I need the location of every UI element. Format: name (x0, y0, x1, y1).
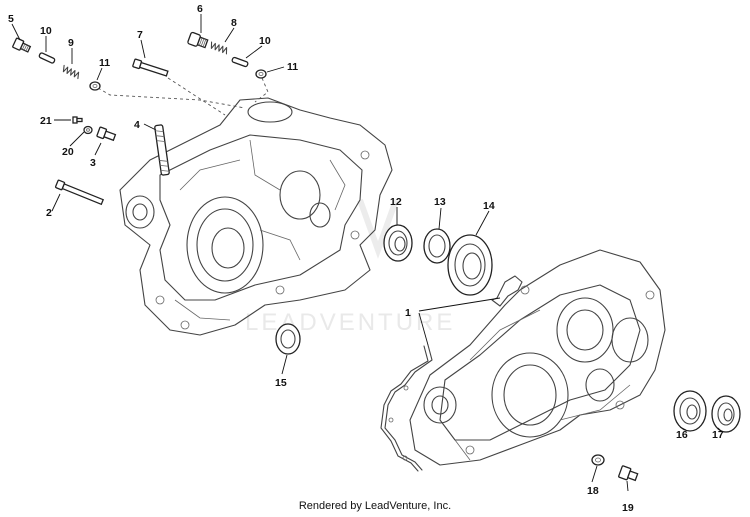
stud-bolt-4[interactable] (154, 124, 170, 176)
washer-11-right[interactable] (255, 69, 267, 79)
pin-10-right[interactable] (231, 56, 249, 68)
footer-credit: Rendered by LeadVenture, Inc. (298, 500, 452, 512)
callout-18: 18 (587, 485, 599, 497)
seal-retainer-clip[interactable] (491, 275, 523, 307)
pin-10-left[interactable] (38, 52, 56, 64)
oil-seal-13[interactable] (423, 228, 451, 264)
callout-3: 3 (90, 157, 96, 169)
callout-9: 9 (68, 37, 74, 49)
callout-19: 19 (622, 502, 634, 514)
callout-1: 1 (405, 307, 411, 319)
spring-9[interactable] (62, 64, 81, 80)
callout-17: 17 (712, 429, 724, 441)
washer-20[interactable] (83, 125, 93, 135)
callout-14: 14 (483, 200, 495, 212)
washer-18[interactable] (591, 454, 605, 466)
screw-21[interactable] (72, 116, 83, 124)
watermark-text: LEADVENTURE (245, 309, 455, 336)
callout-10: 10 (40, 25, 52, 37)
callout-2: 2 (46, 207, 52, 219)
callout-8: 8 (231, 17, 237, 29)
callout-12: 12 (390, 196, 402, 208)
callout-11: 11 (99, 57, 110, 69)
bolt-2[interactable] (54, 179, 105, 206)
callout-11: 11 (287, 61, 298, 73)
callout-16: 16 (676, 429, 688, 441)
callout-10: 10 (259, 35, 271, 47)
bearing-12[interactable] (383, 224, 413, 262)
bearing-14[interactable] (447, 234, 493, 296)
assembly-line (254, 77, 269, 103)
spring-8[interactable] (210, 41, 229, 55)
crankcase-gasket[interactable] (380, 344, 433, 472)
bolt-19[interactable] (618, 465, 639, 483)
callout-21: 21 (40, 115, 52, 127)
bearing-17[interactable] (711, 395, 741, 433)
plug-screw-5[interactable] (12, 37, 32, 54)
right-crankcase-half[interactable] (409, 249, 666, 466)
bolt-3[interactable] (96, 126, 117, 142)
bolt-7[interactable] (132, 58, 169, 77)
assembly-line (97, 87, 246, 109)
plug-screw-6[interactable] (187, 31, 209, 49)
oil-seal-15[interactable] (275, 323, 301, 355)
callout-6: 6 (197, 3, 203, 15)
washer-11-left[interactable] (89, 81, 101, 91)
leader-lines (11, 14, 723, 492)
callout-5: 5 (8, 13, 14, 25)
watermark: LEADVENTURE (245, 198, 455, 336)
callout-labels: 5 10 9 11 6 8 10 11 7 21 20 3 4 2 12 13 … (8, 3, 724, 514)
callout-7: 7 (137, 29, 143, 41)
left-crankcase-half[interactable] (119, 97, 393, 336)
callout-15: 15 (275, 377, 287, 389)
callout-13: 13 (434, 196, 446, 208)
assembly-line (167, 77, 226, 116)
callout-4: 4 (134, 119, 140, 131)
bearing-16[interactable] (673, 390, 707, 432)
callout-20: 20 (62, 146, 74, 158)
